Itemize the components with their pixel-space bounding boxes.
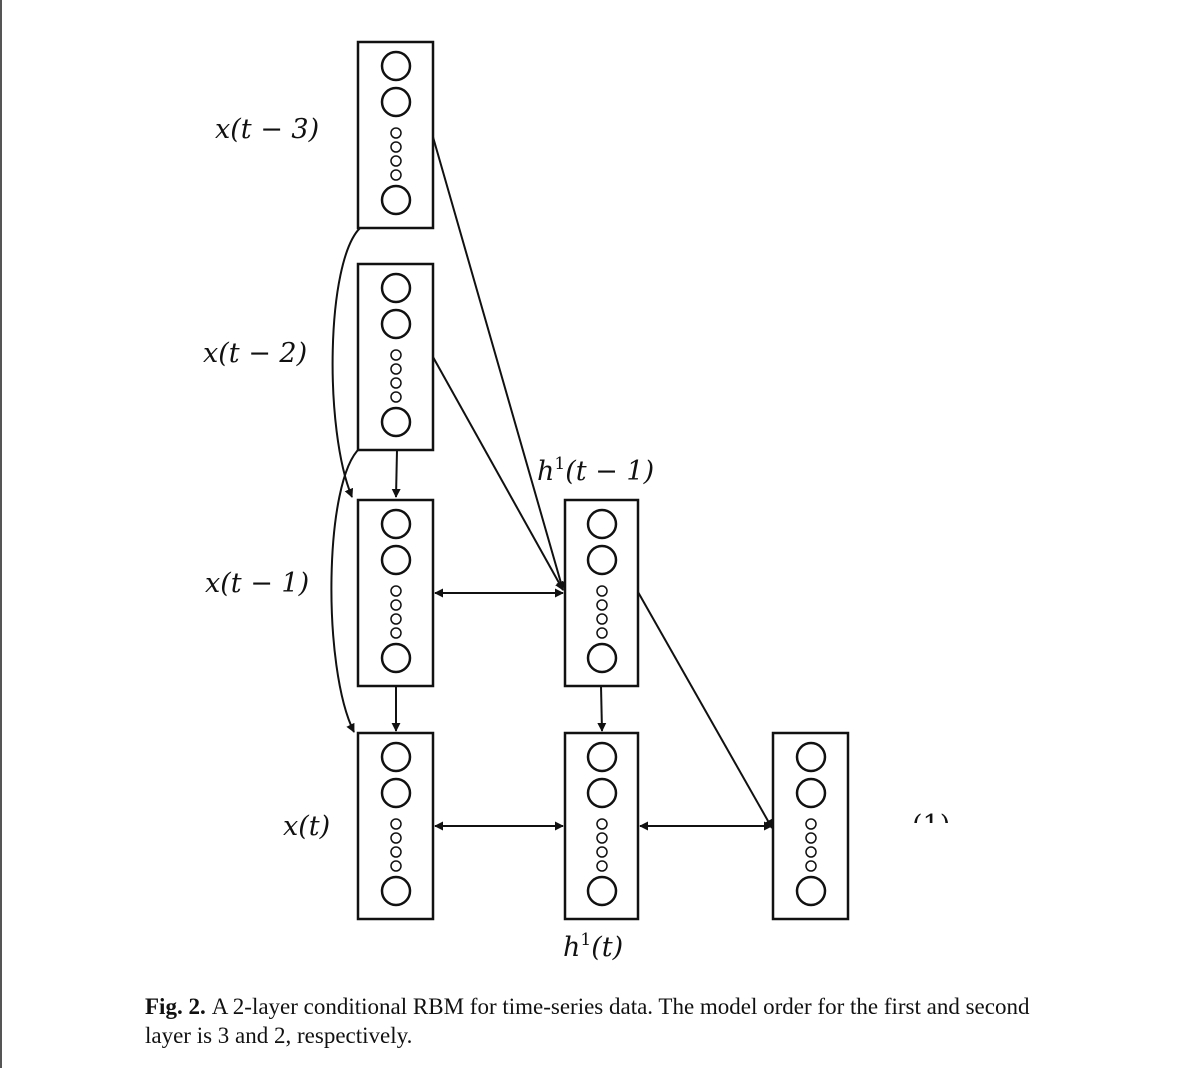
label-x-t: x(t) bbox=[283, 811, 330, 842]
box-x-t3 bbox=[356, 40, 435, 230]
label-h2-t-clipped: (1) bbox=[912, 810, 950, 841]
edge-h1t1-to-h2t bbox=[637, 591, 773, 829]
label-x-t2: x(t − 2) bbox=[203, 338, 307, 369]
label-x-t1: x(t − 1) bbox=[205, 568, 309, 599]
box-x-t2 bbox=[356, 262, 435, 452]
box-h1-t1 bbox=[563, 498, 640, 688]
edge-xt2-to-xt1 bbox=[391, 449, 401, 498]
caption-label: Fig. 2. bbox=[145, 994, 206, 1019]
box-h1-t bbox=[563, 731, 640, 921]
caption-text: A 2-layer conditional RBM for time-serie… bbox=[145, 994, 1030, 1048]
box-x-t bbox=[356, 731, 435, 921]
connections bbox=[330, 136, 773, 831]
label-h1-t: h1(t) bbox=[563, 930, 623, 963]
rbm-diagram: x(t − 3) x(t − 2) x(t − 1) x(t) h1(t − 1… bbox=[203, 40, 950, 963]
edge-h1t1-to-h1t bbox=[597, 685, 607, 732]
box-h2-t bbox=[771, 731, 850, 921]
figure-caption: Fig. 2.A 2-layer conditional RBM for tim… bbox=[145, 992, 1035, 1050]
edge-xt3-to-h1t1 bbox=[432, 136, 566, 591]
edge-xt2-to-h1t1 bbox=[432, 356, 564, 591]
label-x-t3: x(t − 3) bbox=[215, 114, 319, 145]
edge-xt2-to-xt bbox=[330, 447, 361, 733]
label-h1-t1: h1(t − 1) bbox=[537, 454, 654, 487]
edge-xt3-to-xt1 bbox=[331, 227, 361, 498]
page-left-rule bbox=[0, 0, 2, 1068]
box-x-t1 bbox=[356, 498, 435, 688]
